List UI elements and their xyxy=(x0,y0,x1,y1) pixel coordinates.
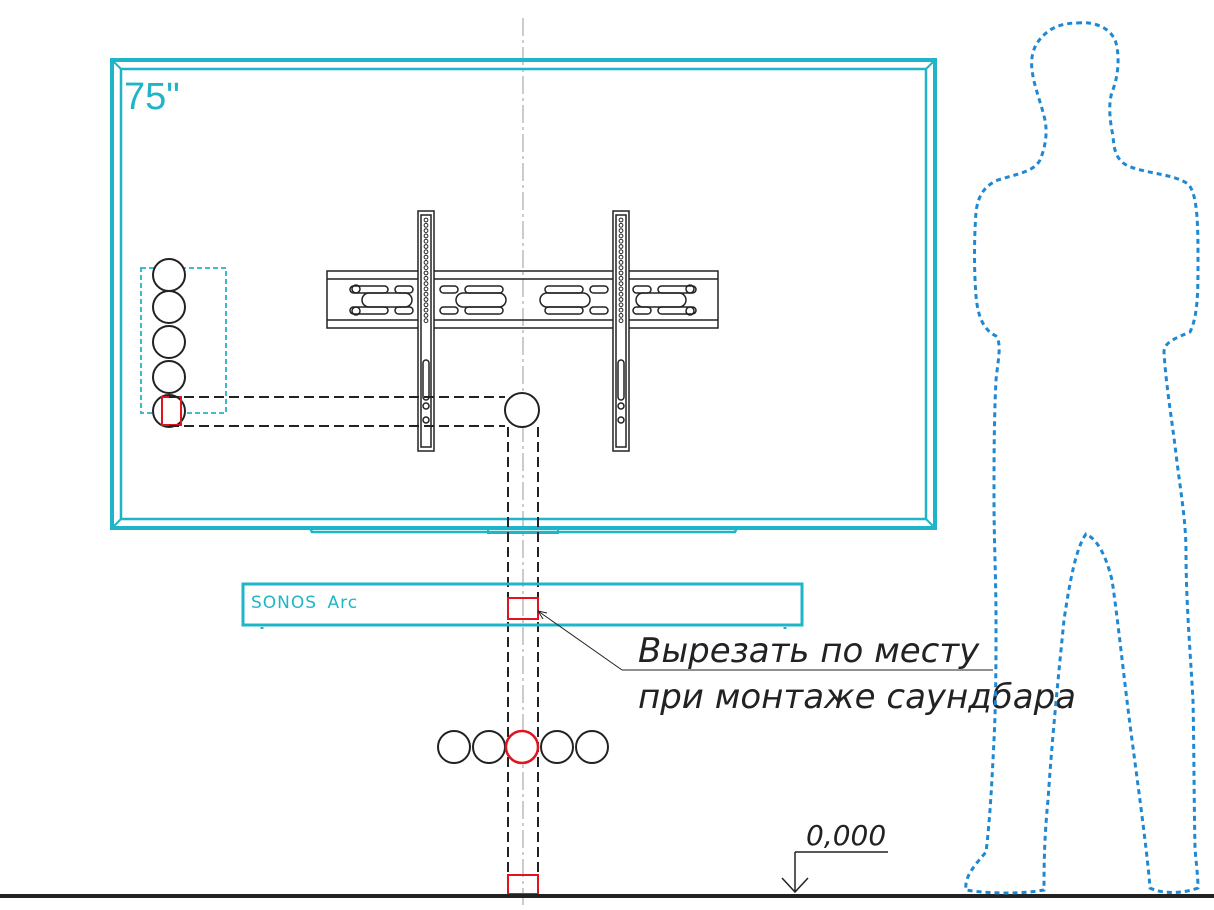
horizontal-cable-channel xyxy=(169,396,505,427)
wall-bracket xyxy=(326,270,719,329)
tv-frame xyxy=(110,58,937,534)
bracket-hole xyxy=(618,275,624,281)
bracket-hole xyxy=(423,281,429,287)
bracket-hole xyxy=(618,217,624,223)
bracket-hole xyxy=(423,249,429,255)
bracket-arm-left xyxy=(417,210,435,452)
level-marker xyxy=(781,851,888,894)
bracket-hole xyxy=(423,233,429,239)
cable-outlet-bottom xyxy=(504,729,540,765)
note-line-2: при монтаже саундбара xyxy=(638,677,1076,717)
bracket-hole xyxy=(423,291,429,297)
bracket-hole xyxy=(423,228,429,234)
bracket-hole xyxy=(618,249,624,255)
note-line-1: Вырезать по месту xyxy=(638,631,980,671)
bracket-hole xyxy=(618,222,624,228)
bracket-hole xyxy=(423,313,429,318)
bracket-hole xyxy=(618,302,624,308)
soundbar xyxy=(241,582,804,629)
bracket-hole xyxy=(618,318,624,324)
bracket-hole xyxy=(618,307,624,313)
bracket-hole xyxy=(423,260,429,265)
cable-outlet-center xyxy=(504,392,540,428)
person-silhouette xyxy=(964,21,1200,895)
svg-text:SONOS Arc: SONOS Arc xyxy=(251,593,358,613)
cable-stack-left xyxy=(152,258,186,394)
bracket-hole xyxy=(423,318,429,324)
bracket-hole xyxy=(423,244,429,249)
bracket-hole xyxy=(618,260,624,265)
bracket-hole xyxy=(423,286,429,292)
bracket-hole xyxy=(618,281,624,287)
bracket-hole xyxy=(423,297,429,302)
bracket-hole xyxy=(618,297,624,302)
bracket-hole xyxy=(423,238,429,244)
soundbar-brand: SONOS xyxy=(251,593,317,613)
tv-size-label: 75" xyxy=(124,76,180,118)
bracket-hole xyxy=(423,222,429,228)
bracket-hole xyxy=(618,254,624,260)
bracket-hole xyxy=(618,233,624,239)
bracket-hole xyxy=(423,265,429,271)
bracket-hole xyxy=(618,265,624,271)
bracket-hole xyxy=(618,313,624,318)
soundbar-model: Arc xyxy=(327,593,358,613)
bracket-arm-right xyxy=(612,210,630,452)
level-label: 0,000 xyxy=(806,819,886,852)
bracket-hole xyxy=(423,302,429,308)
bracket-hole xyxy=(618,270,624,276)
bracket-hole xyxy=(618,291,624,297)
bracket-hole xyxy=(423,217,429,223)
bracket-hole xyxy=(423,254,429,260)
note-leader xyxy=(537,610,993,671)
bracket-hole xyxy=(618,228,624,234)
bracket-hole xyxy=(618,238,624,244)
bracket-hole xyxy=(423,270,429,276)
bracket-hole xyxy=(618,244,624,249)
bracket-hole xyxy=(423,307,429,313)
cutout-soundbar xyxy=(507,597,539,620)
bracket-hole xyxy=(423,275,429,281)
bracket-hole xyxy=(618,286,624,292)
vertical-cable-channel xyxy=(507,427,539,893)
cable-row-bottom xyxy=(437,730,609,764)
